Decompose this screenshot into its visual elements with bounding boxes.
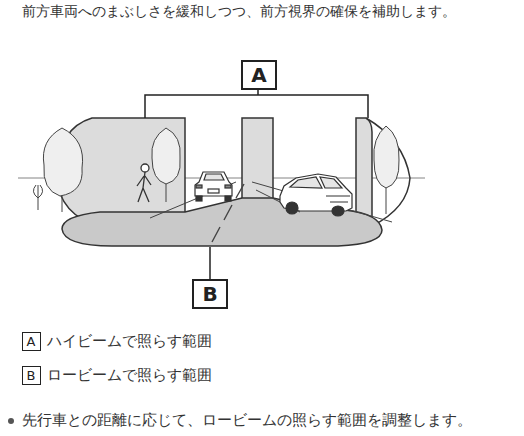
oncoming-car xyxy=(280,174,352,216)
box-letter: A xyxy=(27,335,36,348)
box-letter: A xyxy=(251,65,266,85)
legend-key-box: A xyxy=(22,332,41,351)
legend-text: ロービームで照らす範囲 xyxy=(47,366,212,384)
pedestrian xyxy=(137,164,151,202)
intro-text: 前方車両へのまぶしさを緩和しつつ、前方視界の確保を補助します。 xyxy=(22,3,456,20)
legend-text: ハイビームで照らす範囲 xyxy=(47,332,212,350)
callout-box: A xyxy=(241,60,277,90)
bracket-line xyxy=(145,90,368,118)
high-beam-area xyxy=(356,118,372,226)
preceding-car xyxy=(195,172,232,201)
note-text: 先行車との距離に応じて、ロービームの照らす範囲を調整します。 xyxy=(22,411,472,429)
legend-key-box: B xyxy=(22,366,41,385)
road xyxy=(150,182,392,242)
box-letter: B xyxy=(27,369,36,382)
leader-line xyxy=(209,247,211,279)
box-letter: B xyxy=(202,284,217,304)
callout-box: B xyxy=(192,279,228,309)
lit-area-outline xyxy=(366,118,410,226)
tree xyxy=(33,126,399,214)
bullet-dot xyxy=(8,418,14,424)
